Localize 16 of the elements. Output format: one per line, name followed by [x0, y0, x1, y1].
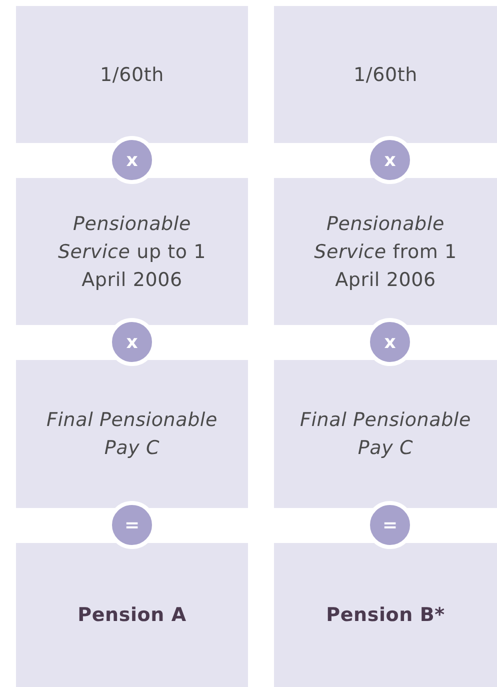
formula-term: Pensionable Service up to 1 April 2006: [58, 212, 206, 290]
formula-term: Final Pensionable Pay C: [300, 409, 472, 459]
formula-term: Pension B*: [326, 604, 445, 626]
formula-panel: [274, 6, 497, 143]
formula-panel: [274, 360, 497, 508]
formula-term: Final Pensionable Pay C: [46, 409, 218, 459]
formula-panel: [16, 6, 248, 143]
formula-term: 1/60th: [354, 64, 418, 86]
formula-term: Pension A: [78, 604, 186, 626]
formula-panel: [16, 543, 248, 687]
formula-term: 1/60th: [100, 64, 164, 86]
formula-panel: [274, 543, 497, 687]
formula-term: Pensionable Service from 1 April 2006: [314, 212, 457, 290]
formula-panel: [274, 178, 497, 325]
formula-panel: [16, 178, 248, 325]
formula-panel: [16, 360, 248, 508]
